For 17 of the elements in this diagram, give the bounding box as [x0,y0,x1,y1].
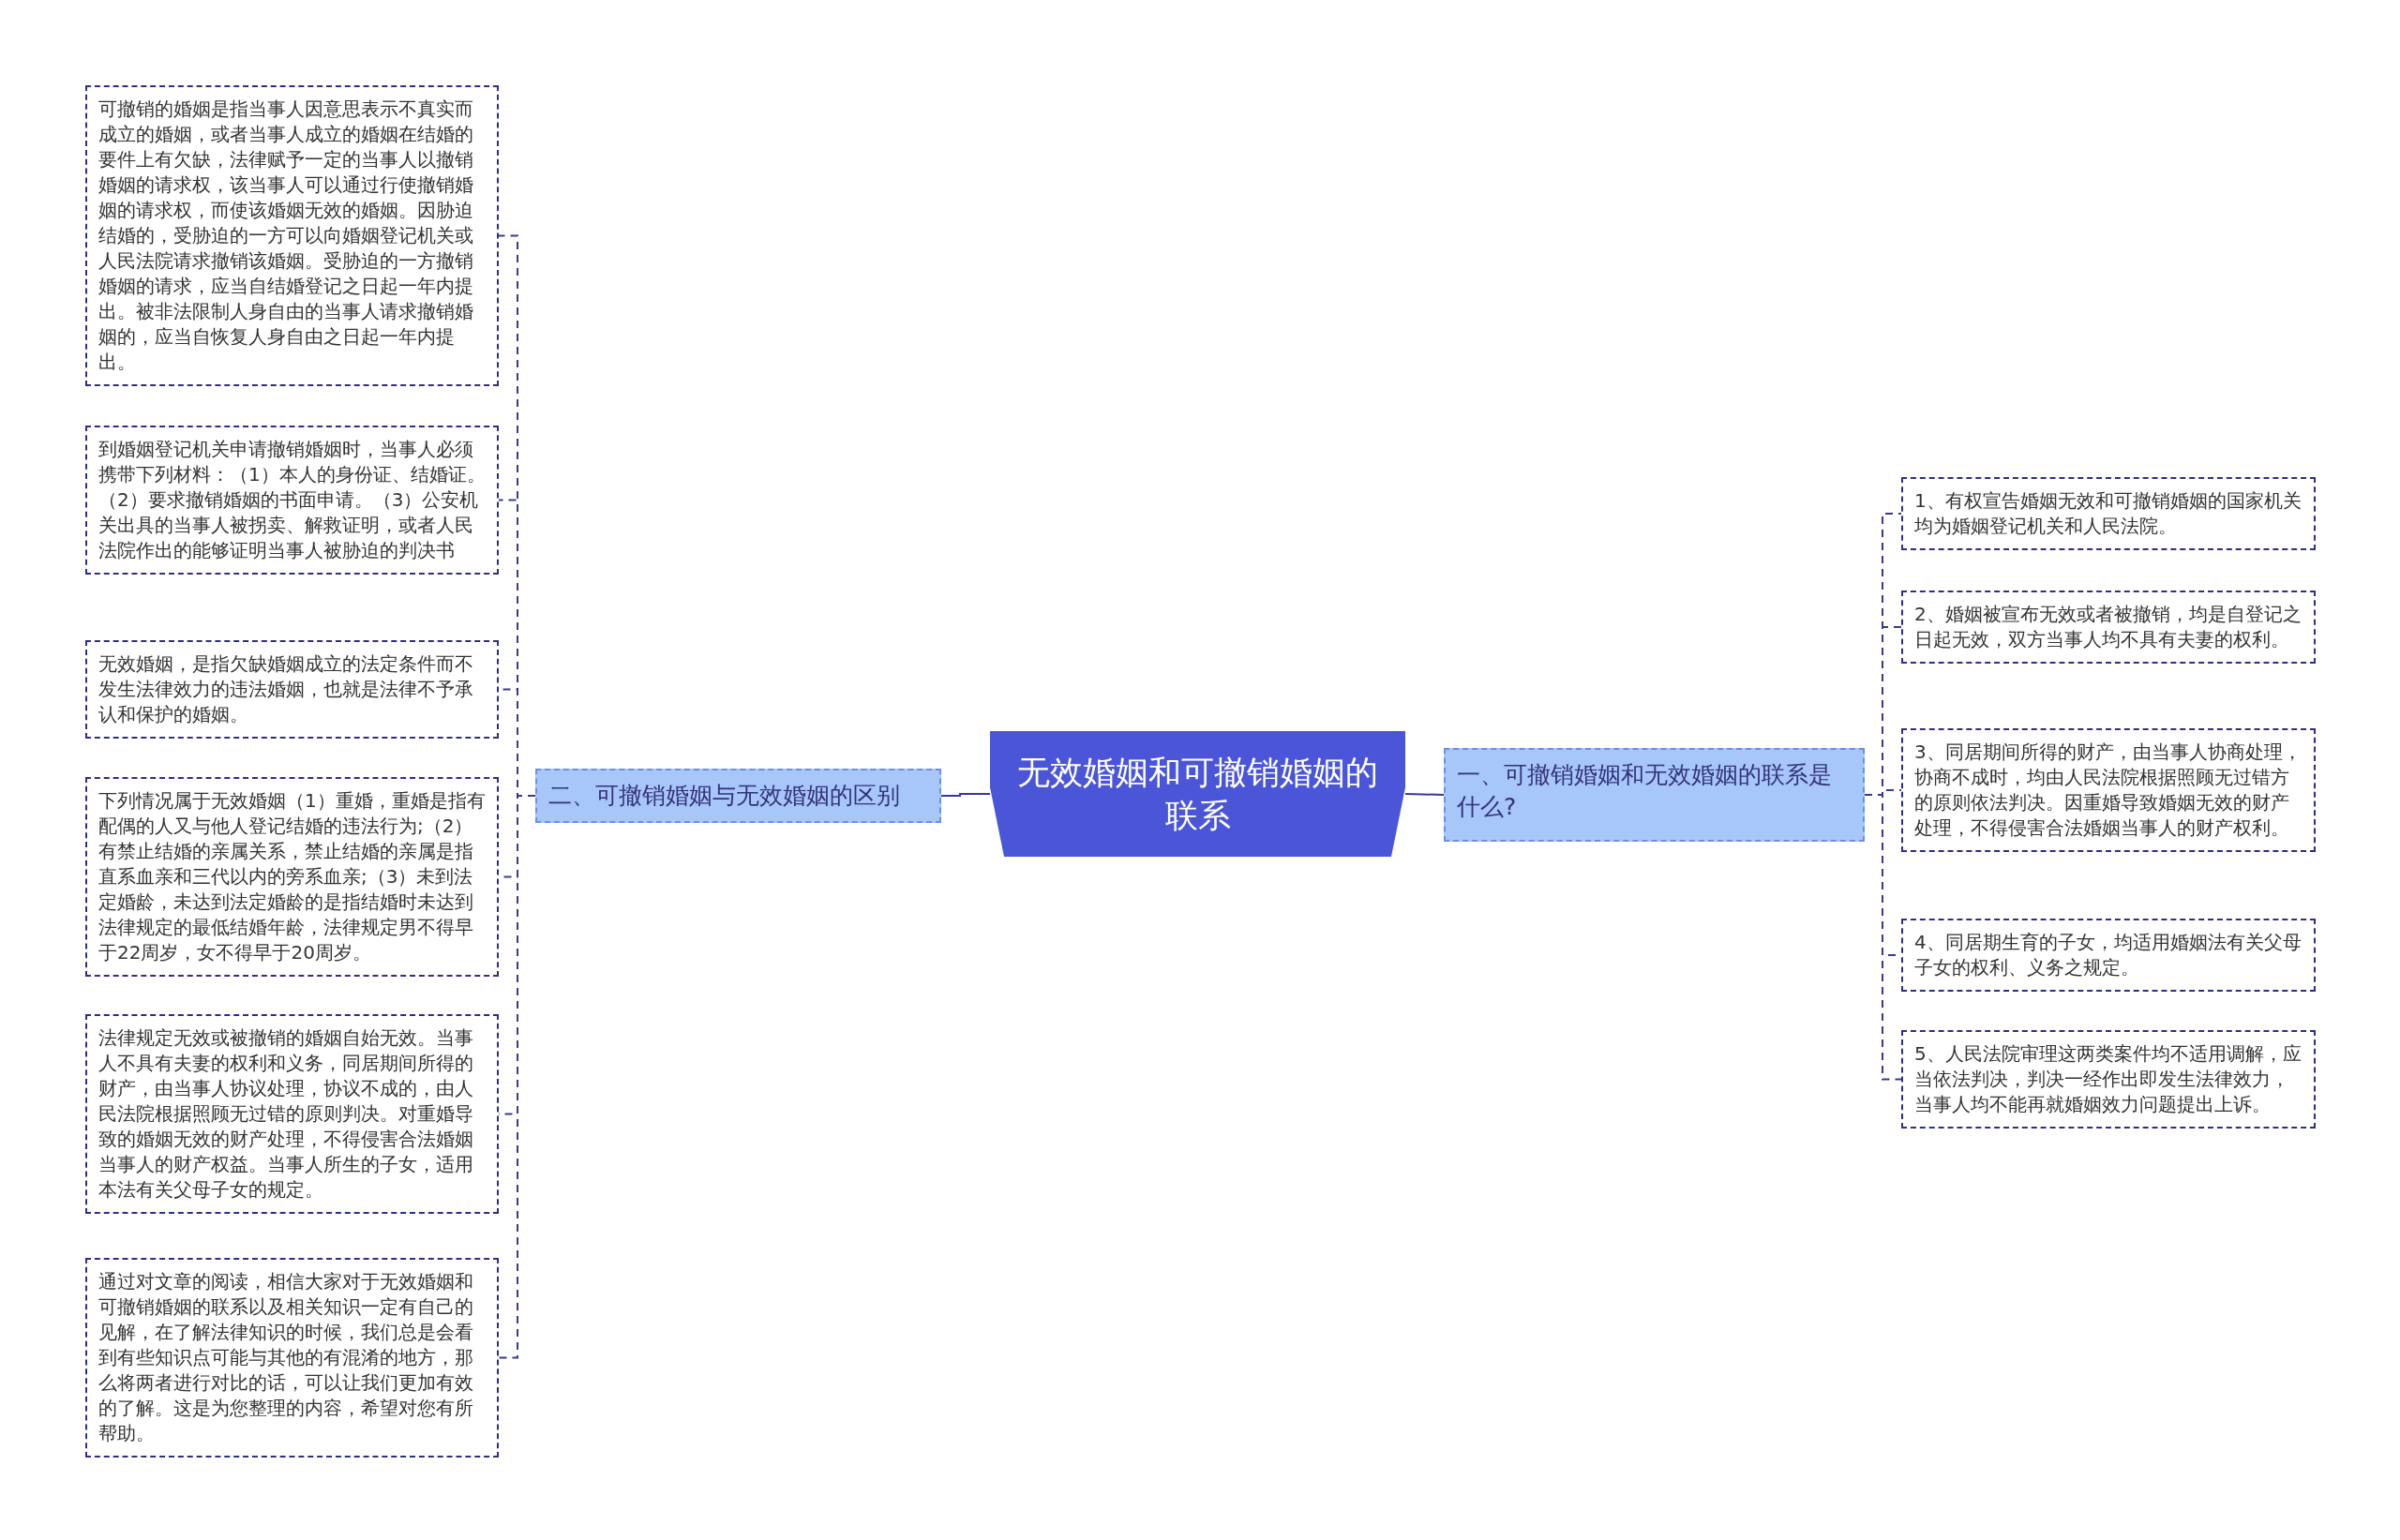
note-box: 法律规定无效或被撤销的婚姻自始无效。当事人不具有夫妻的权利和义务，同居期间所得的财产，由当事人协议处理，协议不成的，由人民法院根据照顾无过错的原则判决。对重婚导致的婚姻无效的财产处理，不得侵害合法婚姻当事人的财产权益。当事人所生的子女，适用本法有关父母子女的规定。 [85,1014,499,1214]
connector-line [1404,793,1445,796]
note-box: 1、有权宣告婚姻无效和可撤销婚姻的国家机关均为婚姻登记机关和人民法院。 [1901,477,2316,550]
branch-box: 一、可撤销婚姻和无效婚姻的联系是什么? [1444,748,1865,842]
note-box: 可撤销的婚姻是指当事人因意思表示不真实而成立的婚姻，或者当事人成立的婚姻在结婚的要件上有欠缺，法律赋予一定的当事人以撤销婚姻的请求权，该当事人可以通过行使撤销婚姻的请求权，而使该婚姻无效的婚姻。因胁迫结婚的，受胁迫的一方可以向婚姻登记机关或人民法院请求撤销该婚姻。受胁迫的一方撤销婚姻的请求，应当自结婚登记之日起一年内提出。被非法限制人身自由的当事人请求撤销婚姻的，应当自恢复人身自由之日起一年内提出。 [85,85,499,386]
note-box: 无效婚姻，是指欠缺婚姻成立的法定条件而不发生法律效力的违法婚姻，也就是法律不予承认和保护的婚姻。 [85,640,499,739]
note-box: 通过对文章的阅读，相信大家对于无效婚姻和可撤销婚姻的联系以及相关知识一定有自己的见解，在了解法律知识的时候，我们总是会看到有些知识点可能与其他的有混淆的地方，那么将两者进行对比的话，可以让我们更加有效的了解。这是为您整理的内容，希望对您有所帮助。 [85,1258,499,1458]
note-box: 4、同居期生育的子女，均适用婚姻法有关父母子女的权利、义务之规定。 [1901,919,2316,992]
connector-line [940,793,991,797]
note-box: 2、婚姻被宣布无效或者被撤销，均是自登记之日起无效，双方当事人均不具有夫妻的权利。 [1901,591,2316,664]
note-box: 3、同居期间所得的财产，由当事人协商处理，协商不成时，均由人民法院根据照顾无过错方的原则依法判决。因重婚导致婚姻无效的财产处理，不得侵害合法婚姻当事人的财产权利。 [1901,728,2316,852]
branch-box: 二、可撤销婚姻与无效婚姻的区别 [535,769,941,823]
topic-box: 无效婚姻和可撤销婚姻的联系 [990,731,1405,857]
note-box: 下列情况属于无效婚姻（1）重婚，重婚是指有配偶的人又与他人登记结婚的违法行为;（2）有禁止结婚的亲属关系，禁止结婚的亲属是指直系血亲和三代以内的旁系血亲;（3）未到法定婚龄，未达到法定婚龄的是指结婚时未达到法律规定的最低结婚年龄，法律规定男不得早于22周岁，女不得早于20周岁。 [85,777,499,977]
note-box: 5、人民法院审理这两类案件均不适用调解，应当依法判决，判决一经作出即发生法律效力，当事人均不能再就婚姻效力问题提出上诉。 [1901,1030,2316,1129]
connector-line [1864,794,1902,1081]
note-box: 到婚姻登记机关申请撤销婚姻时，当事人必须携带下列材料：（1）本人的身份证、结婚证。（2）要求撤销婚姻的书面申请。（3）公安机关出具的当事人被拐卖、解救证明，或者人民法院作出的能够证明当事人被胁迫的判决书 [85,426,499,575]
